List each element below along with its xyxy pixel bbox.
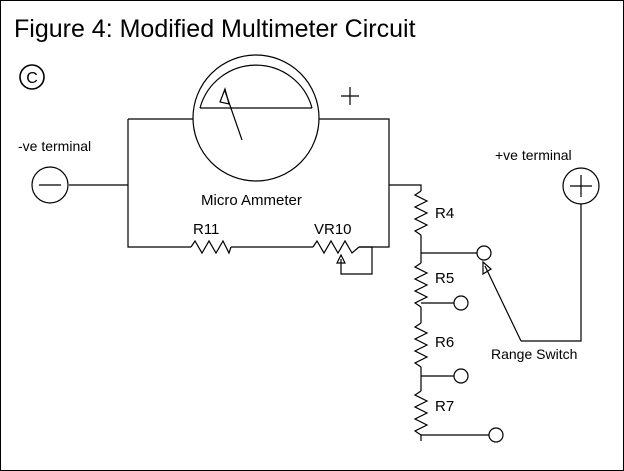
micro-ammeter xyxy=(192,54,320,182)
resistor-r11 xyxy=(190,239,232,255)
r4-label: R4 xyxy=(435,205,454,222)
r6-label: R6 xyxy=(435,334,454,351)
r5-label: R5 xyxy=(435,270,454,287)
meter-plus-sign xyxy=(341,87,359,105)
wire-meter-parallel xyxy=(127,118,422,248)
copyright-circle xyxy=(19,64,45,90)
vr10-wiper-arrow xyxy=(336,253,346,264)
ammeter-label: Micro Ammeter xyxy=(201,192,302,209)
pos-terminal-symbol xyxy=(562,167,600,205)
copyright-letter: C xyxy=(26,70,38,87)
needle-arrow xyxy=(219,87,230,105)
resistor-r7 xyxy=(413,390,429,436)
switch-contacts xyxy=(421,245,504,443)
neg-terminal-label: -ve terminal xyxy=(18,138,91,154)
vr10-label: VR10 xyxy=(314,221,352,238)
r11-label: R11 xyxy=(193,221,219,238)
figure-title: Figure 4: Modified Multimeter Circuit xyxy=(14,15,416,43)
contact-4 xyxy=(488,427,504,443)
pos-terminal-label: +ve terminal xyxy=(495,147,572,163)
resistor-r6 xyxy=(413,322,429,368)
switch-arrow xyxy=(482,260,493,276)
contact-3 xyxy=(453,368,469,384)
contact-1 xyxy=(476,245,492,261)
resistor-vr10 xyxy=(312,239,373,275)
wire-pos-lead xyxy=(521,204,582,342)
range-switch-label: Range Switch xyxy=(491,346,577,362)
contact-2 xyxy=(453,295,469,311)
resistor-r4 xyxy=(413,190,429,236)
range-switch-arm xyxy=(482,260,522,342)
r7-label: R7 xyxy=(435,398,454,415)
resistor-r5 xyxy=(413,262,429,308)
neg-terminal-symbol xyxy=(31,166,69,204)
